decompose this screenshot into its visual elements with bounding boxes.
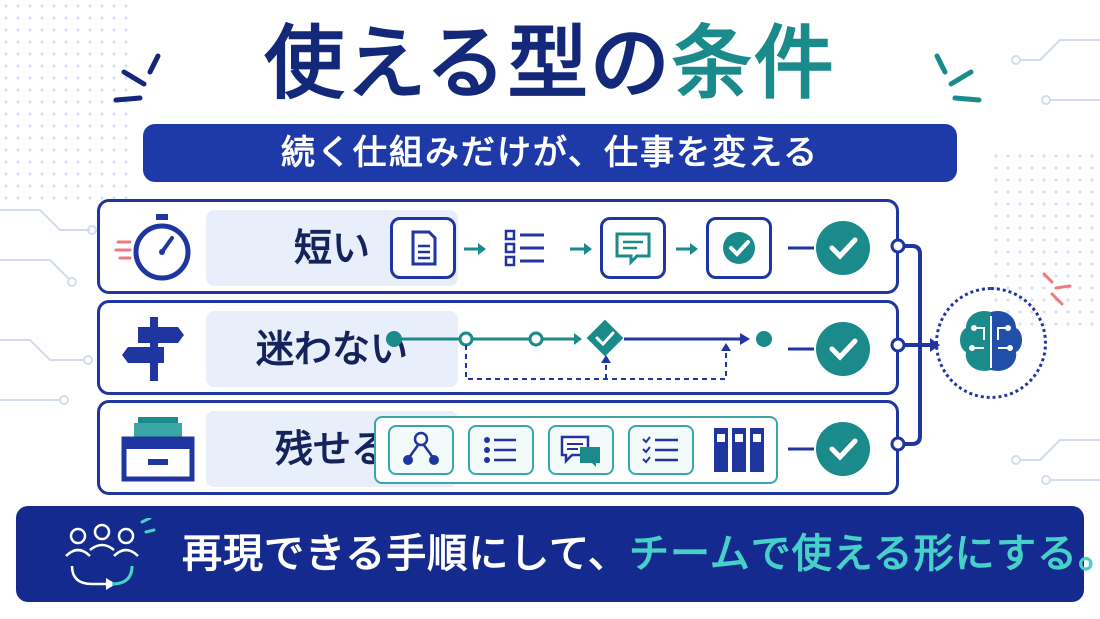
condition-row-short: 短い: [97, 199, 899, 294]
archive-box-icon: [114, 413, 200, 483]
page-title: 使える型の条件: [0, 14, 1100, 114]
chat-message-icon: [600, 217, 666, 279]
spark-icon: [1042, 272, 1072, 306]
row-label-clear: 迷わない: [255, 327, 408, 371]
artifact-group: [374, 416, 778, 484]
list-icon: [468, 425, 534, 475]
flow-diagram-icon: [388, 425, 454, 475]
bottom-message-part1: 再現できる手順にして、: [182, 531, 629, 577]
right-burst-icon: [934, 53, 982, 103]
bottom-message: 再現できる手順にして、チームで使える形にする。: [182, 506, 1100, 602]
brain-icon: [935, 287, 1047, 399]
conversation-icon: [548, 425, 614, 475]
condition-row-clear: 迷わない: [97, 300, 899, 395]
arrow-icon: [570, 243, 592, 255]
bottom-banner: 再現できる手順にして、チームで使える形にする。: [16, 506, 1100, 602]
check-circle-icon: [816, 322, 870, 376]
bottom-message-part2: チームで使える形にする。: [629, 531, 1100, 577]
title-part1: 使える型の: [264, 17, 672, 110]
subtitle-banner: 続く仕組みだけが、仕事を変える: [143, 124, 957, 182]
left-burst-icon: [113, 53, 161, 103]
check-circle-icon: [816, 221, 870, 275]
document-icon: [390, 217, 456, 279]
circuit-decoration: [0, 209, 97, 405]
checklist-icon: [494, 217, 560, 279]
connector-line: [788, 347, 814, 351]
condition-row-keep: 残せる: [97, 400, 899, 495]
arrow-icon: [676, 243, 698, 255]
row-label-keep: 残せる: [274, 427, 389, 471]
label-box: 迷わない: [206, 311, 458, 387]
arrow-icon: [464, 243, 486, 255]
connector-line: [788, 447, 814, 451]
checklist-icon: [628, 425, 694, 475]
check-circle-icon: [816, 422, 870, 476]
branching-path-diagram: [386, 319, 772, 380]
circuit-decoration: [1011, 439, 1100, 485]
stopwatch-icon: [114, 212, 200, 282]
binders-icon: [708, 424, 770, 476]
background-dots: [0, 0, 130, 200]
check-icon: [706, 217, 772, 279]
title-part2: 条件: [671, 17, 836, 110]
connector-line: [788, 246, 814, 250]
row-label-short: 短い: [293, 226, 370, 270]
team-loop-icon: [65, 518, 156, 590]
signpost-icon: [114, 313, 200, 383]
